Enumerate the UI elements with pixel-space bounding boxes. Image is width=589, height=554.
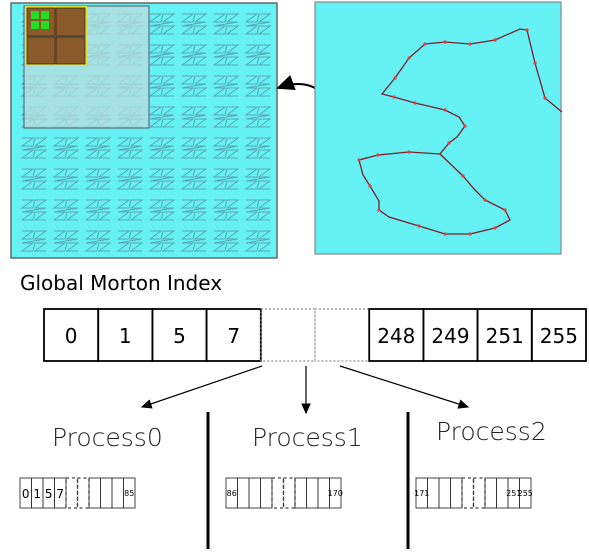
process-cell-value: 255 <box>518 489 533 498</box>
boundary-point <box>533 61 537 65</box>
refined-cell-q3 <box>55 36 86 65</box>
global-index-cell <box>530 308 587 362</box>
global-gap-cell <box>314 308 370 362</box>
leaf-cell-a <box>31 11 39 19</box>
refined-cells <box>25 6 87 66</box>
process-cell-value: 251 <box>506 489 521 498</box>
boundary-point <box>407 56 411 60</box>
boundary-point <box>461 174 465 178</box>
arrow-to-process0 <box>140 365 263 409</box>
boundary-point <box>503 208 507 212</box>
global-index-title: Global Morton Index <box>20 271 222 295</box>
boundary-sample-points <box>357 28 547 236</box>
boundary-point <box>423 42 427 46</box>
process1-label: Process1 <box>252 423 363 452</box>
process-cell <box>461 477 475 509</box>
global-index-value: 7 <box>227 324 240 348</box>
global-index-value: 248 <box>377 324 415 348</box>
process-cell <box>306 477 319 509</box>
quadtree-domain-panel <box>10 2 278 259</box>
global-index-value: 249 <box>431 324 469 348</box>
process-cell <box>65 477 79 509</box>
process-cell <box>88 477 101 509</box>
boundary-curve <box>358 28 563 235</box>
process-cell <box>519 477 532 509</box>
global-index-value: 5 <box>173 324 186 348</box>
global-gap-cell <box>260 308 316 362</box>
boundary-point <box>357 158 361 162</box>
process-cell <box>472 477 486 509</box>
boundary-point <box>463 124 467 128</box>
process-cell-value: 171 <box>414 489 429 498</box>
process-cell <box>248 477 261 509</box>
process-cell <box>111 477 124 509</box>
process-cell-value: 0 <box>22 487 30 501</box>
boundary-point <box>468 42 472 46</box>
process-cell-value: 170 <box>328 489 343 498</box>
process-cell <box>260 477 273 509</box>
boundary-point <box>443 108 447 112</box>
boundary-point <box>443 232 447 236</box>
process-cell <box>450 477 463 509</box>
process-cell <box>438 477 451 509</box>
boundary-point <box>417 224 421 228</box>
boundary-point <box>493 38 497 42</box>
refined-cell-q1 <box>55 7 86 37</box>
boundary-point <box>483 198 487 202</box>
refined-cell-q2 <box>26 36 56 65</box>
refined-outline <box>25 6 87 66</box>
global-index-value: 1 <box>119 324 132 348</box>
process-cell <box>123 477 136 509</box>
process-cell-value: 86 <box>227 489 237 498</box>
boundary-point <box>368 184 372 188</box>
global-index-value: 251 <box>486 324 524 348</box>
z-curve-row <box>20 168 272 190</box>
process-cell-value: 1 <box>33 487 41 501</box>
z-curve-row <box>20 199 272 221</box>
boundary-point <box>413 101 417 105</box>
geometry-panel <box>314 1 563 255</box>
process-cell <box>329 477 342 509</box>
process0-label: Process0 <box>52 423 163 452</box>
process-cell <box>100 477 113 509</box>
geometry-background <box>314 1 562 255</box>
global-index-value: 255 <box>540 324 578 348</box>
process-cell-value: 5 <box>45 487 53 501</box>
boundary-point <box>493 226 497 230</box>
arrow-to-process2 <box>339 365 470 409</box>
process-cell <box>76 477 90 509</box>
boundary-point <box>468 232 472 236</box>
process2-label: Process2 <box>436 417 547 446</box>
process-cell <box>484 477 497 509</box>
z-curve-row <box>20 230 272 252</box>
process-cell <box>282 477 296 509</box>
process-cell <box>271 477 285 509</box>
global-index-array: 0 1 5 7 248 249 251 255 <box>43 308 587 362</box>
leaf-cell-d <box>41 21 49 29</box>
boundary-point <box>443 40 447 44</box>
global-index-value: 0 <box>65 324 78 348</box>
map-arrow <box>276 75 316 91</box>
boundary-point <box>407 150 411 154</box>
boundary-point <box>376 153 380 157</box>
leaf-cell-c <box>31 21 39 29</box>
boundary-point <box>377 208 381 212</box>
process-cell-value: 85 <box>124 489 134 498</box>
boundary-point <box>393 76 397 80</box>
boundary-point <box>543 96 547 100</box>
boundary-point <box>447 141 451 145</box>
leaf-cell-b <box>41 11 49 19</box>
boundary-point <box>525 28 529 32</box>
process-cell <box>237 477 250 509</box>
process-cell <box>294 477 307 509</box>
z-curve-row <box>20 137 272 159</box>
process-cell-value: 7 <box>56 487 64 501</box>
global-index-cell <box>205 308 262 362</box>
boundary-point <box>392 95 396 99</box>
